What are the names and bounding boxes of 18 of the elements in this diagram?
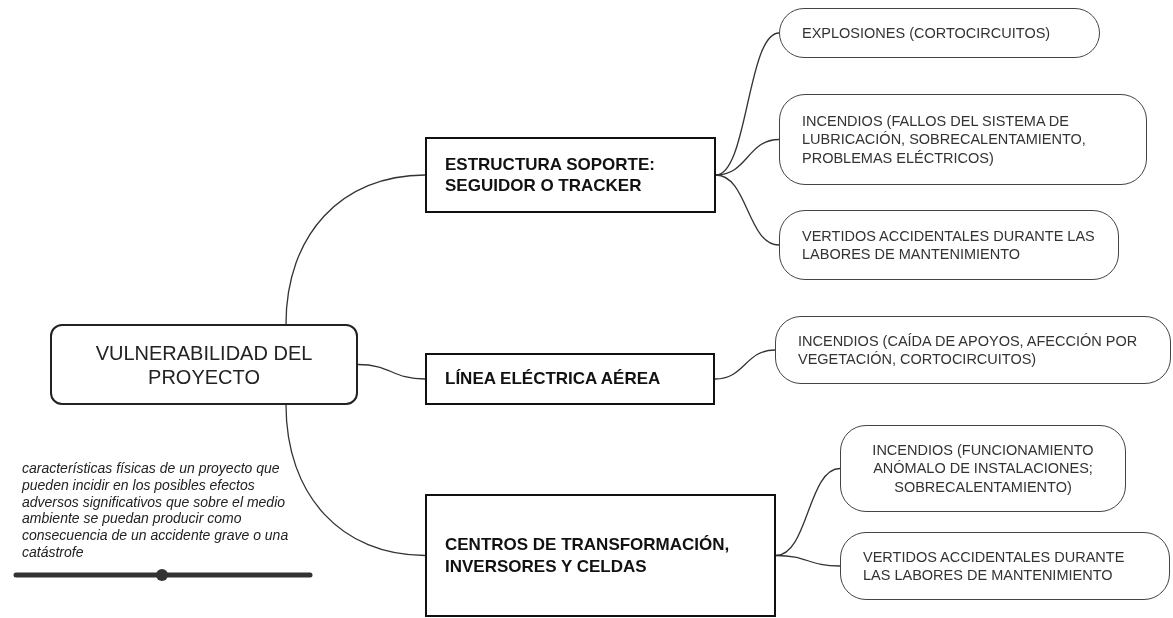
connector-line: [715, 174, 780, 246]
topic-box: ESTRUCTURA SOPORTE: SEGUIDOR O TRACKER: [425, 137, 716, 213]
center-topic-box: VULNERABILIDAD DEL PROYECTO: [50, 324, 358, 405]
subtopic-box: EXPLOSIONES (CORTOCIRCUITOS): [779, 8, 1100, 58]
subtopic-box: VERTIDOS ACCIDENTALES DURANTE LAS LABORES DE MANTENIMIENTO: [840, 532, 1170, 600]
subtopic-box: INCENDIOS (FALLOS DEL SISTEMA DE LUBRICACIÓN, SOBRECALENTAMIENTO, PROBLEMAS ELÉCTRICOS): [779, 94, 1147, 185]
connector-line: [285, 174, 426, 325]
connector-line: [775, 467, 841, 557]
note-text: características físicas de un proyecto que pueden incidir en los posibles efectos adversos significativos que sobre el medio ambiente se puedan producir como consecuencia de un accidente grave o una catástrofe: [22, 460, 290, 561]
connector-line: [285, 404, 426, 557]
connector-line: [357, 363, 426, 380]
subtopic-box: INCENDIOS (FUNCIONAMIENTO ANÓMALO DE INSTALACIONES; SOBRECALENTAMIENTO): [840, 425, 1126, 512]
subtopic-box: INCENDIOS (CAÍDA DE APOYOS, AFECCIÓN POR VEGETACIÓN, CORTOCIRCUITOS): [775, 316, 1171, 384]
connector-line: [775, 554, 841, 567]
topic-box: CENTROS DE TRANSFORMACIÓN, INVERSORES Y CELDAS: [425, 494, 776, 617]
subtopic-box: VERTIDOS ACCIDENTALES DURANTE LAS LABORES DE MANTENIMIENTO: [779, 210, 1119, 280]
topic-box: LÍNEA ELÉCTRICA AÉREA: [425, 353, 715, 405]
connector-line: [714, 349, 776, 380]
